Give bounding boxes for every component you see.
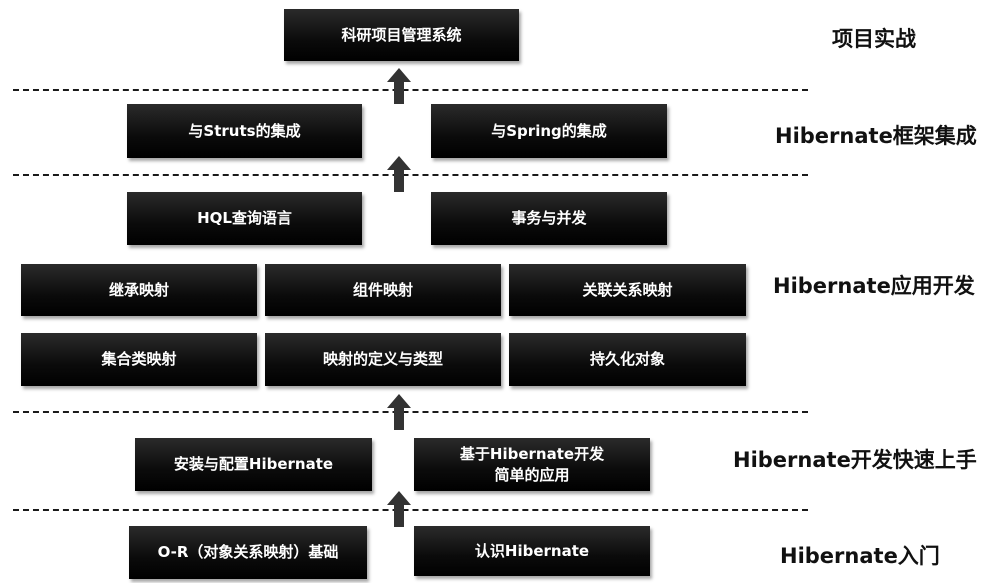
box-spring-integration: 与Spring的集成 [431,104,667,158]
up-arrow-icon [387,491,411,527]
box-label: 关联关系映射 [582,280,673,299]
divider-line [13,509,808,511]
stage-label-framework-integration: Hibernate框架集成 [775,124,977,148]
up-arrow-icon [387,68,411,104]
box-label: 与Spring的集成 [491,121,607,140]
up-arrow-icon [387,156,411,192]
divider-line [13,89,808,91]
box-label: 继承映射 [108,280,169,299]
box-research-project-system: 科研项目管理系统 [284,9,519,61]
box-component-mapping: 组件映射 [265,264,501,316]
stage-label-application-development: Hibernate应用开发 [773,274,975,298]
box-label-group: 基于Hibernate开发 简单的应用 [460,444,604,485]
box-collection-mapping: 集合类映射 [21,333,257,386]
box-label: 与Struts的集成 [188,121,301,140]
box-label: 集合类映射 [101,350,177,369]
box-label: 安装与配置Hibernate [173,455,334,474]
box-label: 事务与并发 [511,209,587,228]
box-label: 组件映射 [352,280,413,299]
divider-line [13,174,808,176]
box-label: 映射的定义与类型 [322,350,443,369]
box-struts-integration: 与Struts的集成 [127,104,362,158]
box-mapping-definition-types: 映射的定义与类型 [265,333,501,386]
box-inheritance-mapping: 继承映射 [21,264,257,316]
box-label-line2: 简单的应用 [494,465,570,484]
box-label: 认识Hibernate [474,541,590,560]
box-orm-basics: O-R（对象关系映射）基础 [129,526,367,579]
stage-label-introduction: Hibernate入门 [780,544,940,568]
box-label-line1: 基于Hibernate开发 [459,445,605,464]
box-association-mapping: 关联关系映射 [509,264,746,316]
divider-line [13,411,808,413]
stage-label-quick-start: Hibernate开发快速上手 [733,448,977,472]
stage-label-project-practice: 项目实战 [832,27,916,51]
box-install-configure: 安装与配置Hibernate [135,438,372,491]
up-arrow-icon [387,394,411,430]
box-simple-application: 基于Hibernate开发 简单的应用 [414,438,650,491]
box-label: HQL查询语言 [197,209,292,228]
box-hql-query-language: HQL查询语言 [127,192,362,245]
box-persistent-objects: 持久化对象 [509,333,746,386]
box-label: O-R（对象关系映射）基础 [157,543,339,562]
box-know-hibernate: 认识Hibernate [414,526,650,576]
box-transactions-concurrency: 事务与并发 [431,192,667,245]
box-label: 持久化对象 [589,350,665,369]
box-label: 科研项目管理系统 [341,25,462,44]
